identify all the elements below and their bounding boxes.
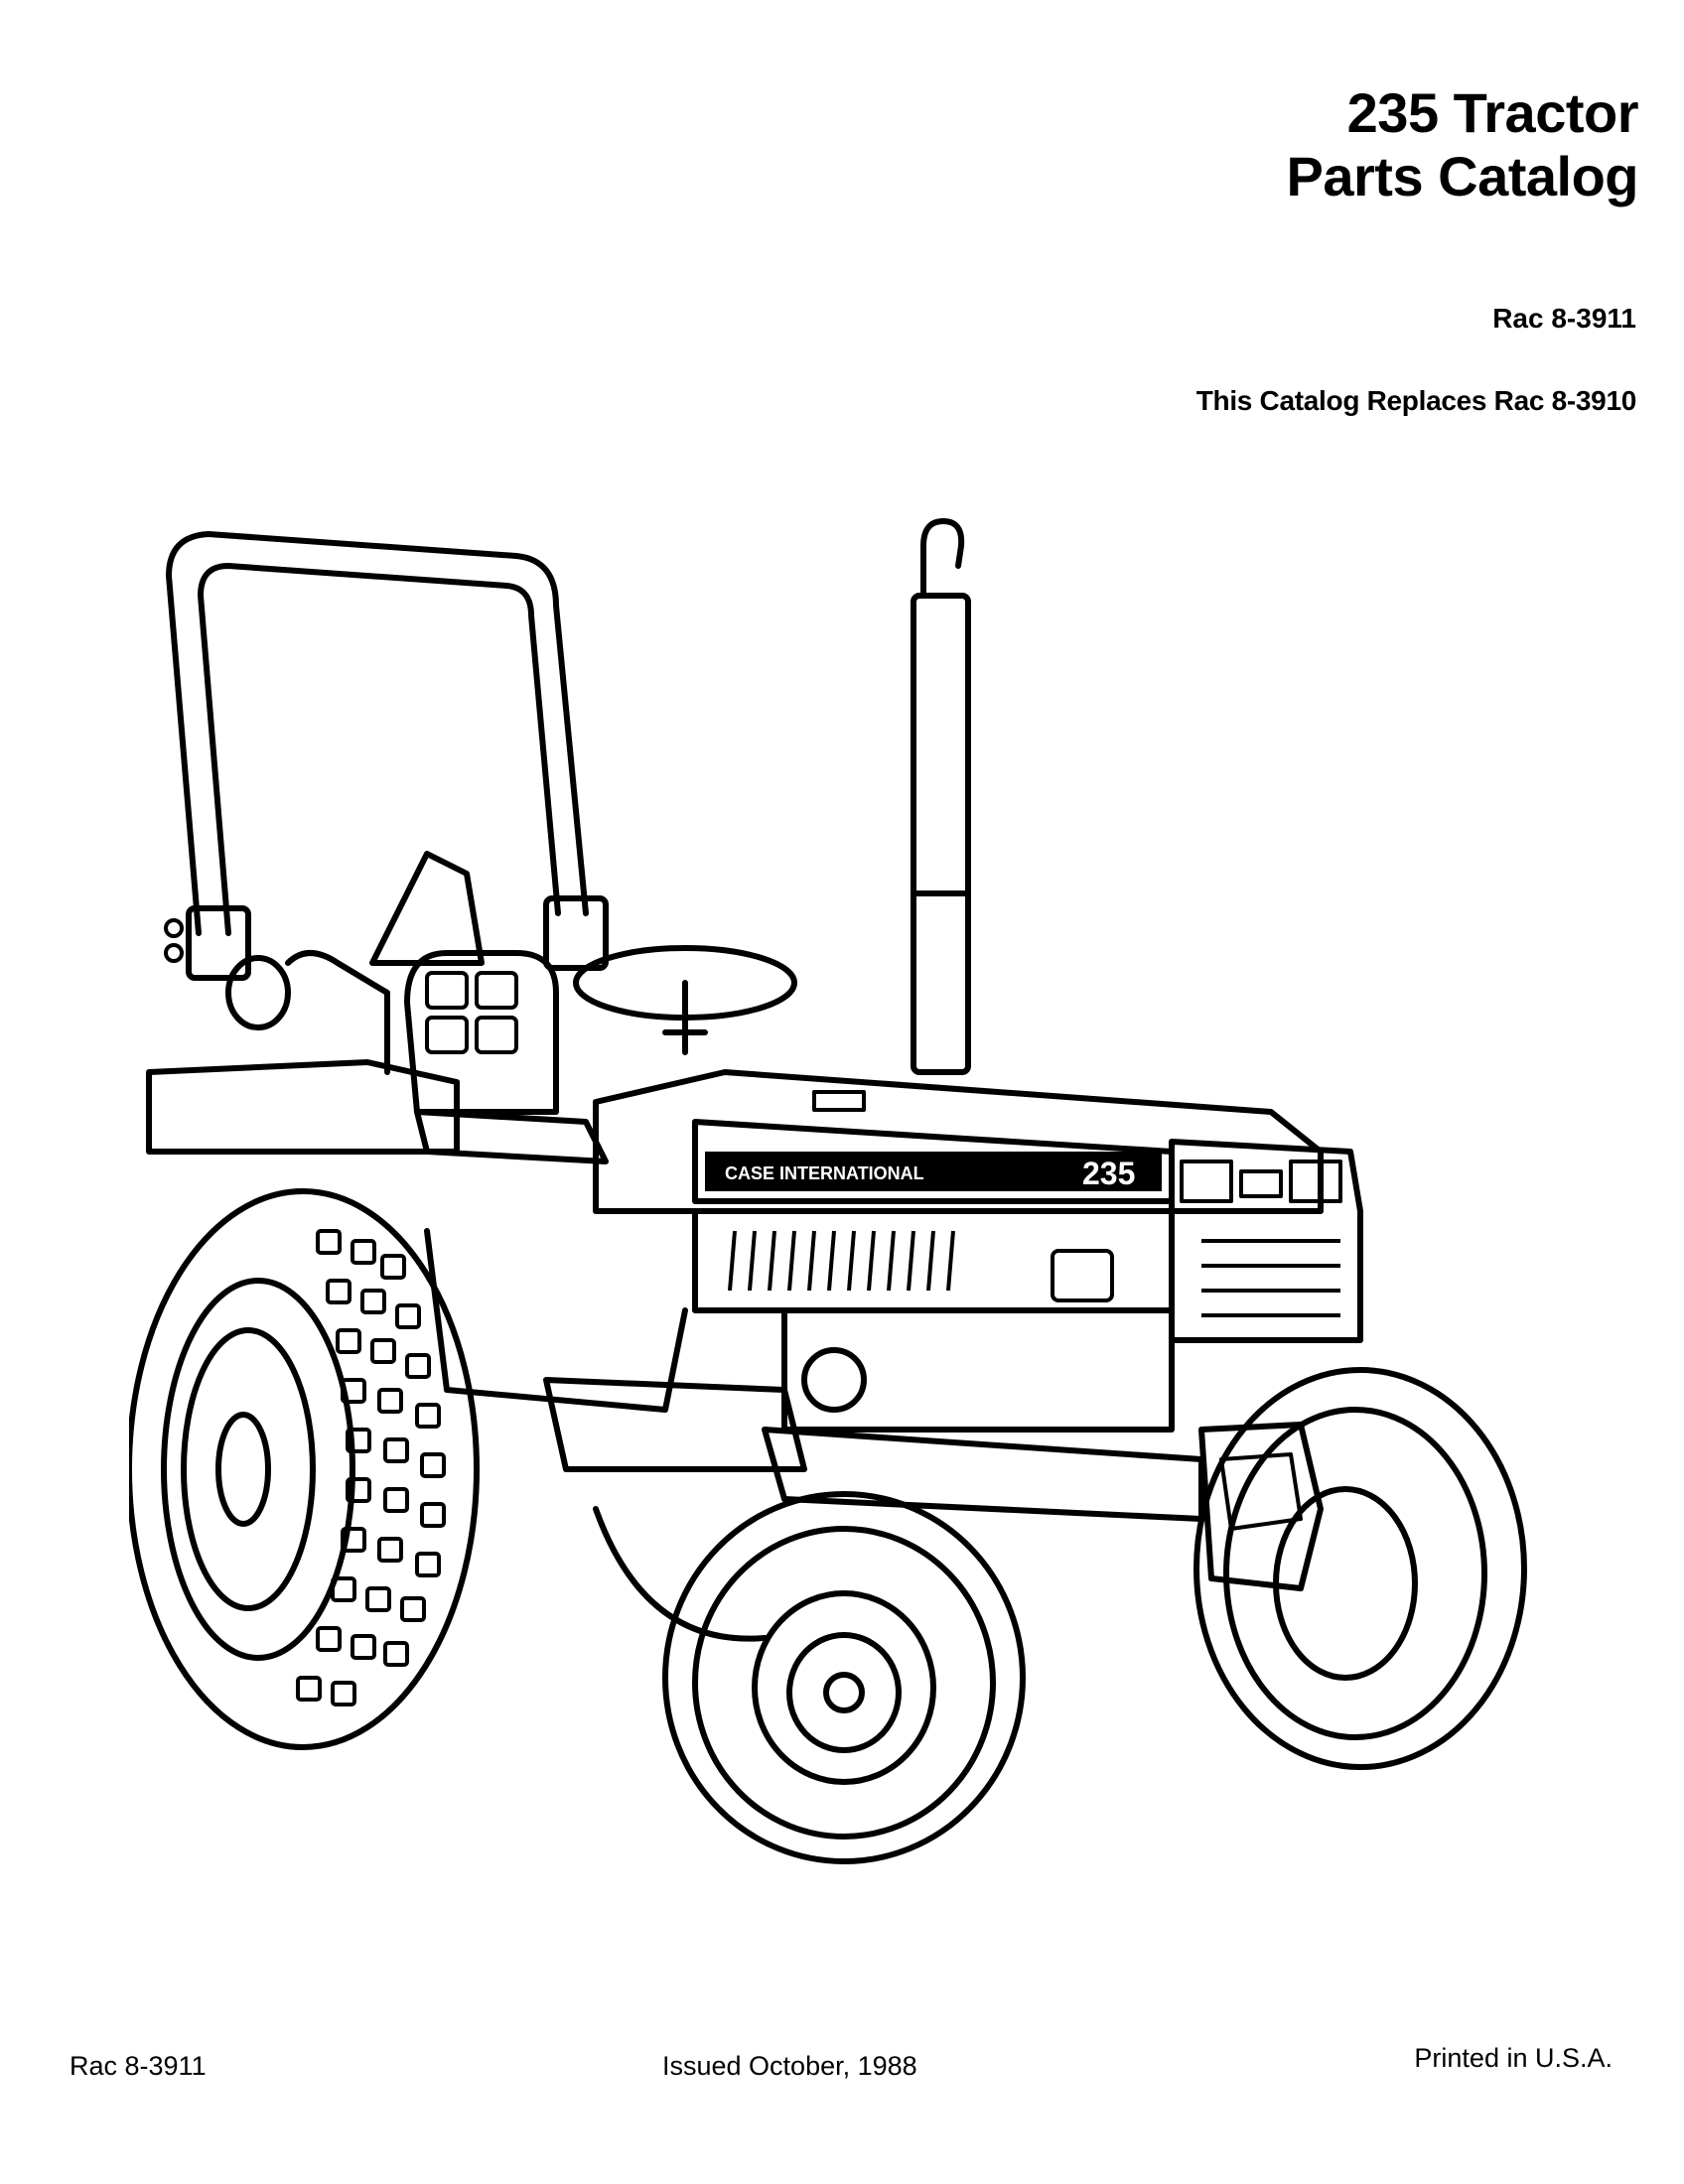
footer-printed-in: Printed in U.S.A.	[1414, 2043, 1613, 2073]
tractor-drawing-icon: CASE INTERNATIONAL 235	[126, 518, 1527, 1864]
hood-brand-text: CASE INTERNATIONAL	[725, 1163, 924, 1183]
replaces-notice: This Catalog Replaces Rac 8-3910	[1195, 385, 1637, 416]
title-line-2: Parts Catalog	[1286, 145, 1639, 207]
footer-issue-date: Issued October, 1988	[662, 2051, 917, 2081]
title-line-1: 235 Tractor	[1346, 81, 1639, 144]
tractor-illustration: CASE INTERNATIONAL 235	[126, 516, 1539, 1866]
footer-catalog-number: Rac 8-3911	[70, 2051, 207, 2081]
title-block: 235 Tractor Parts Catalog	[1287, 81, 1639, 208]
hood-model-text: 235	[1082, 1156, 1135, 1191]
catalog-number: Rac 8-3911	[1492, 303, 1636, 334]
